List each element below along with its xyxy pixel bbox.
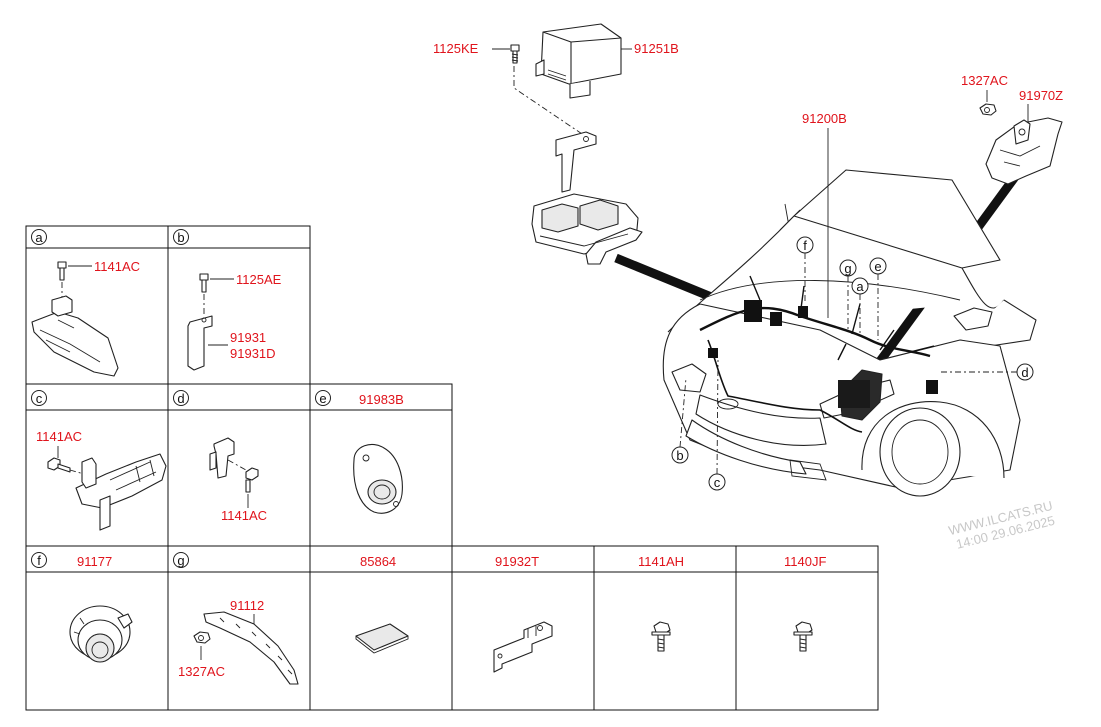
cell-g: g 91112 1327AC [173, 552, 299, 685]
svg-text:d: d [1021, 365, 1028, 380]
svg-text:f: f [37, 553, 41, 568]
label-d-1141ac: 1141AC [221, 508, 267, 523]
label-1141ah: 1141AH [638, 554, 684, 569]
svg-text:b: b [177, 230, 184, 245]
label-1125ke: 1125KE [433, 41, 479, 56]
svg-text:g: g [177, 553, 184, 568]
svg-text:f: f [803, 238, 807, 253]
cell-1140jf: 1140JF [784, 554, 826, 652]
relay-box-cover [535, 23, 622, 99]
label-c-1141ac: 1141AC [36, 429, 82, 444]
svg-text:d: d [177, 391, 184, 406]
svg-text:e: e [874, 259, 881, 274]
cell-d: d 1141AC [173, 390, 267, 523]
cell-1141ah: 1141AH [638, 554, 684, 652]
label-b-1125ae: 1125AE [236, 272, 282, 287]
svg-text:c: c [36, 391, 43, 406]
label-f-91177: 91177 [77, 554, 112, 569]
svg-text:e: e [319, 391, 326, 406]
label-1327ac-top: 1327AC [961, 73, 1008, 88]
cell-85864: 85864 [355, 554, 409, 654]
label-b-91931d: 91931D [230, 346, 276, 361]
pointer-b: b [671, 377, 689, 464]
svg-text:c: c [714, 475, 721, 490]
svg-text:a: a [35, 230, 43, 245]
pointer-c: c [708, 359, 726, 491]
cell-a: a 1141AC [31, 229, 140, 377]
label-b-91931: 91931 [230, 330, 266, 345]
nut-1327ac-top [979, 103, 997, 116]
label-1140jf: 1140JF [784, 554, 826, 569]
relay-box-bracket [555, 131, 597, 193]
pointer-a: a [851, 277, 869, 336]
relay-box-base [531, 193, 643, 265]
cell-c: c 1141AC [31, 390, 167, 531]
bolt-1125ke [510, 44, 520, 64]
label-91251b: 91251B [634, 41, 679, 56]
wiring-harness-91200b [699, 275, 938, 433]
watermark: WWW.ILCATS.RU 14:00 29.06.2025 [947, 498, 1056, 552]
label-91970z: 91970Z [1019, 88, 1063, 103]
pointer-g: g [839, 259, 857, 330]
cell-b: b 1125AE 91931 91931D [173, 229, 282, 371]
pointer-e: e [869, 257, 887, 340]
svg-text:g: g [844, 261, 851, 276]
label-91200b: 91200B [802, 111, 847, 126]
svg-text:b: b [676, 448, 683, 463]
cell-f: f 91177 [31, 552, 133, 663]
cell-e: e 91983B [315, 390, 404, 514]
label-a-1141ac: 1141AC [94, 259, 140, 274]
pointer-f: f [796, 236, 814, 302]
legend-grid [25, 225, 879, 711]
label-85864: 85864 [360, 554, 396, 569]
label-g-91112: 91112 [230, 598, 264, 613]
pointer-d: d [940, 363, 1034, 381]
label-g-1327ac: 1327AC [178, 664, 225, 679]
label-e-91983b: 91983B [359, 392, 404, 407]
bracket-91970z [985, 117, 1063, 185]
svg-text:a: a [856, 279, 864, 294]
cell-91932t: 91932T [493, 554, 553, 673]
label-91932t: 91932T [495, 554, 539, 569]
